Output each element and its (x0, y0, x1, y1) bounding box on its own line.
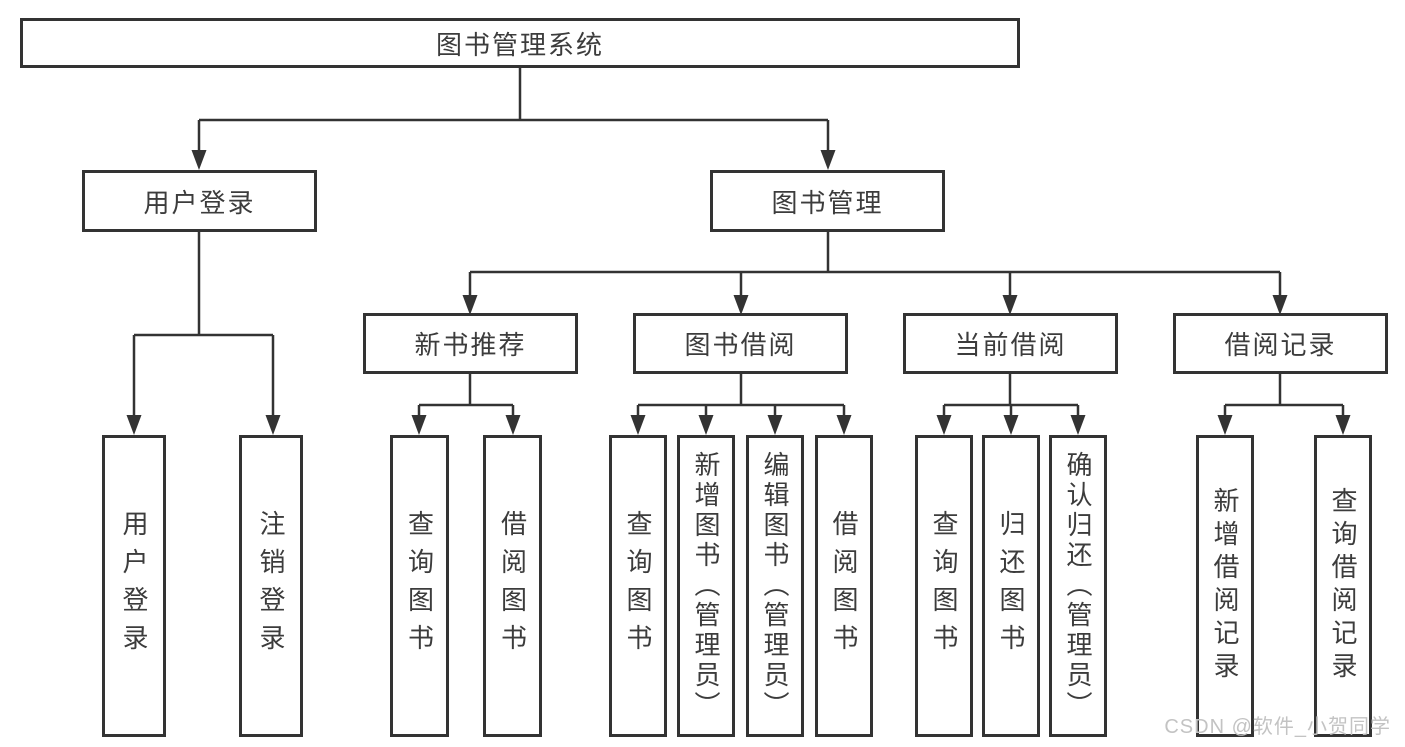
arrowhead-icon (1070, 415, 1086, 435)
watermark-text: CSDN @软件_小贺同学 (1164, 716, 1391, 738)
node-label: 编辑图书（管理员） (760, 451, 790, 721)
node-label: 用户登录 (119, 510, 149, 662)
node-label: 新增图书（管理员） (691, 451, 721, 721)
node-label: 查询图书 (623, 510, 653, 662)
node-leaf-logout: 注销登录 (239, 435, 303, 737)
node-leaf-edit-books-admin: 编辑图书（管理员） (746, 435, 804, 737)
arrowhead-icon (820, 150, 836, 170)
node-label: 借阅图书 (829, 510, 859, 662)
node-label: 借阅图书 (497, 510, 528, 662)
node-leaf-query-borrow-record: 查询借阅记录 (1314, 435, 1372, 737)
node-label: 新书推荐 (414, 330, 527, 360)
node-current-borrow: 当前借阅 (903, 313, 1118, 374)
node-leaf-return-books: 归还图书 (982, 435, 1040, 737)
arrowhead-icon (767, 415, 783, 435)
node-new-book-recommend: 新书推荐 (363, 313, 578, 374)
node-leaf-confirm-return-admin: 确认归还（管理员） (1049, 435, 1107, 737)
arrowhead-icon (126, 415, 142, 435)
node-leaf-add-borrow-record: 新增借阅记录 (1196, 435, 1254, 737)
node-leaf-borrow-books-1: 借阅图书 (483, 435, 542, 737)
node-leaf-query-books-2: 查询图书 (609, 435, 667, 737)
node-leaf-add-books-admin: 新增图书（管理员） (677, 435, 735, 737)
arrowhead-icon (265, 415, 281, 435)
node-label: 归还图书 (996, 510, 1026, 662)
arrowheads (126, 150, 1351, 435)
arrowhead-icon (936, 415, 952, 435)
arrowhead-icon (1003, 415, 1019, 435)
node-leaf-borrow-books-2: 借阅图书 (815, 435, 873, 737)
arrowhead-icon (462, 295, 478, 315)
node-library-management-system: 图书管理系统 (20, 18, 1020, 68)
node-borrow-records: 借阅记录 (1173, 313, 1388, 374)
node-label: 注销登录 (256, 510, 286, 662)
arrowhead-icon (698, 415, 714, 435)
arrowhead-icon (191, 150, 207, 170)
arrowhead-icon (836, 415, 852, 435)
node-label: 查询图书 (929, 510, 959, 662)
node-leaf-query-books-3: 查询图书 (915, 435, 973, 737)
arrowhead-icon (505, 415, 521, 435)
node-book-management: 图书管理 (710, 170, 945, 232)
node-label: 图书管理 (771, 187, 884, 218)
arrowhead-icon (733, 295, 749, 315)
arrowhead-icon (1335, 415, 1351, 435)
node-user-login: 用户登录 (82, 170, 317, 232)
arrowhead-icon (1272, 295, 1288, 315)
node-label: 查询图书 (404, 510, 435, 662)
node-label: 查询借阅记录 (1328, 487, 1358, 685)
node-leaf-query-books-1: 查询图书 (390, 435, 449, 737)
node-label: 确认归还（管理员） (1063, 451, 1093, 721)
node-book-borrow: 图书借阅 (633, 313, 848, 374)
node-label: 新增借阅记录 (1210, 487, 1240, 685)
arrowhead-icon (630, 415, 646, 435)
arrowhead-icon (1217, 415, 1233, 435)
arrowhead-icon (411, 415, 427, 435)
node-label: 借阅记录 (1224, 330, 1337, 360)
node-leaf-user-login: 用户登录 (102, 435, 166, 737)
arrowhead-icon (1002, 295, 1018, 315)
node-label: 图书管理系统 (435, 29, 604, 60)
connector-path (132, 68, 1345, 418)
node-label: 图书借阅 (684, 330, 797, 360)
node-label: 用户登录 (143, 187, 256, 218)
node-label: 当前借阅 (954, 330, 1067, 360)
